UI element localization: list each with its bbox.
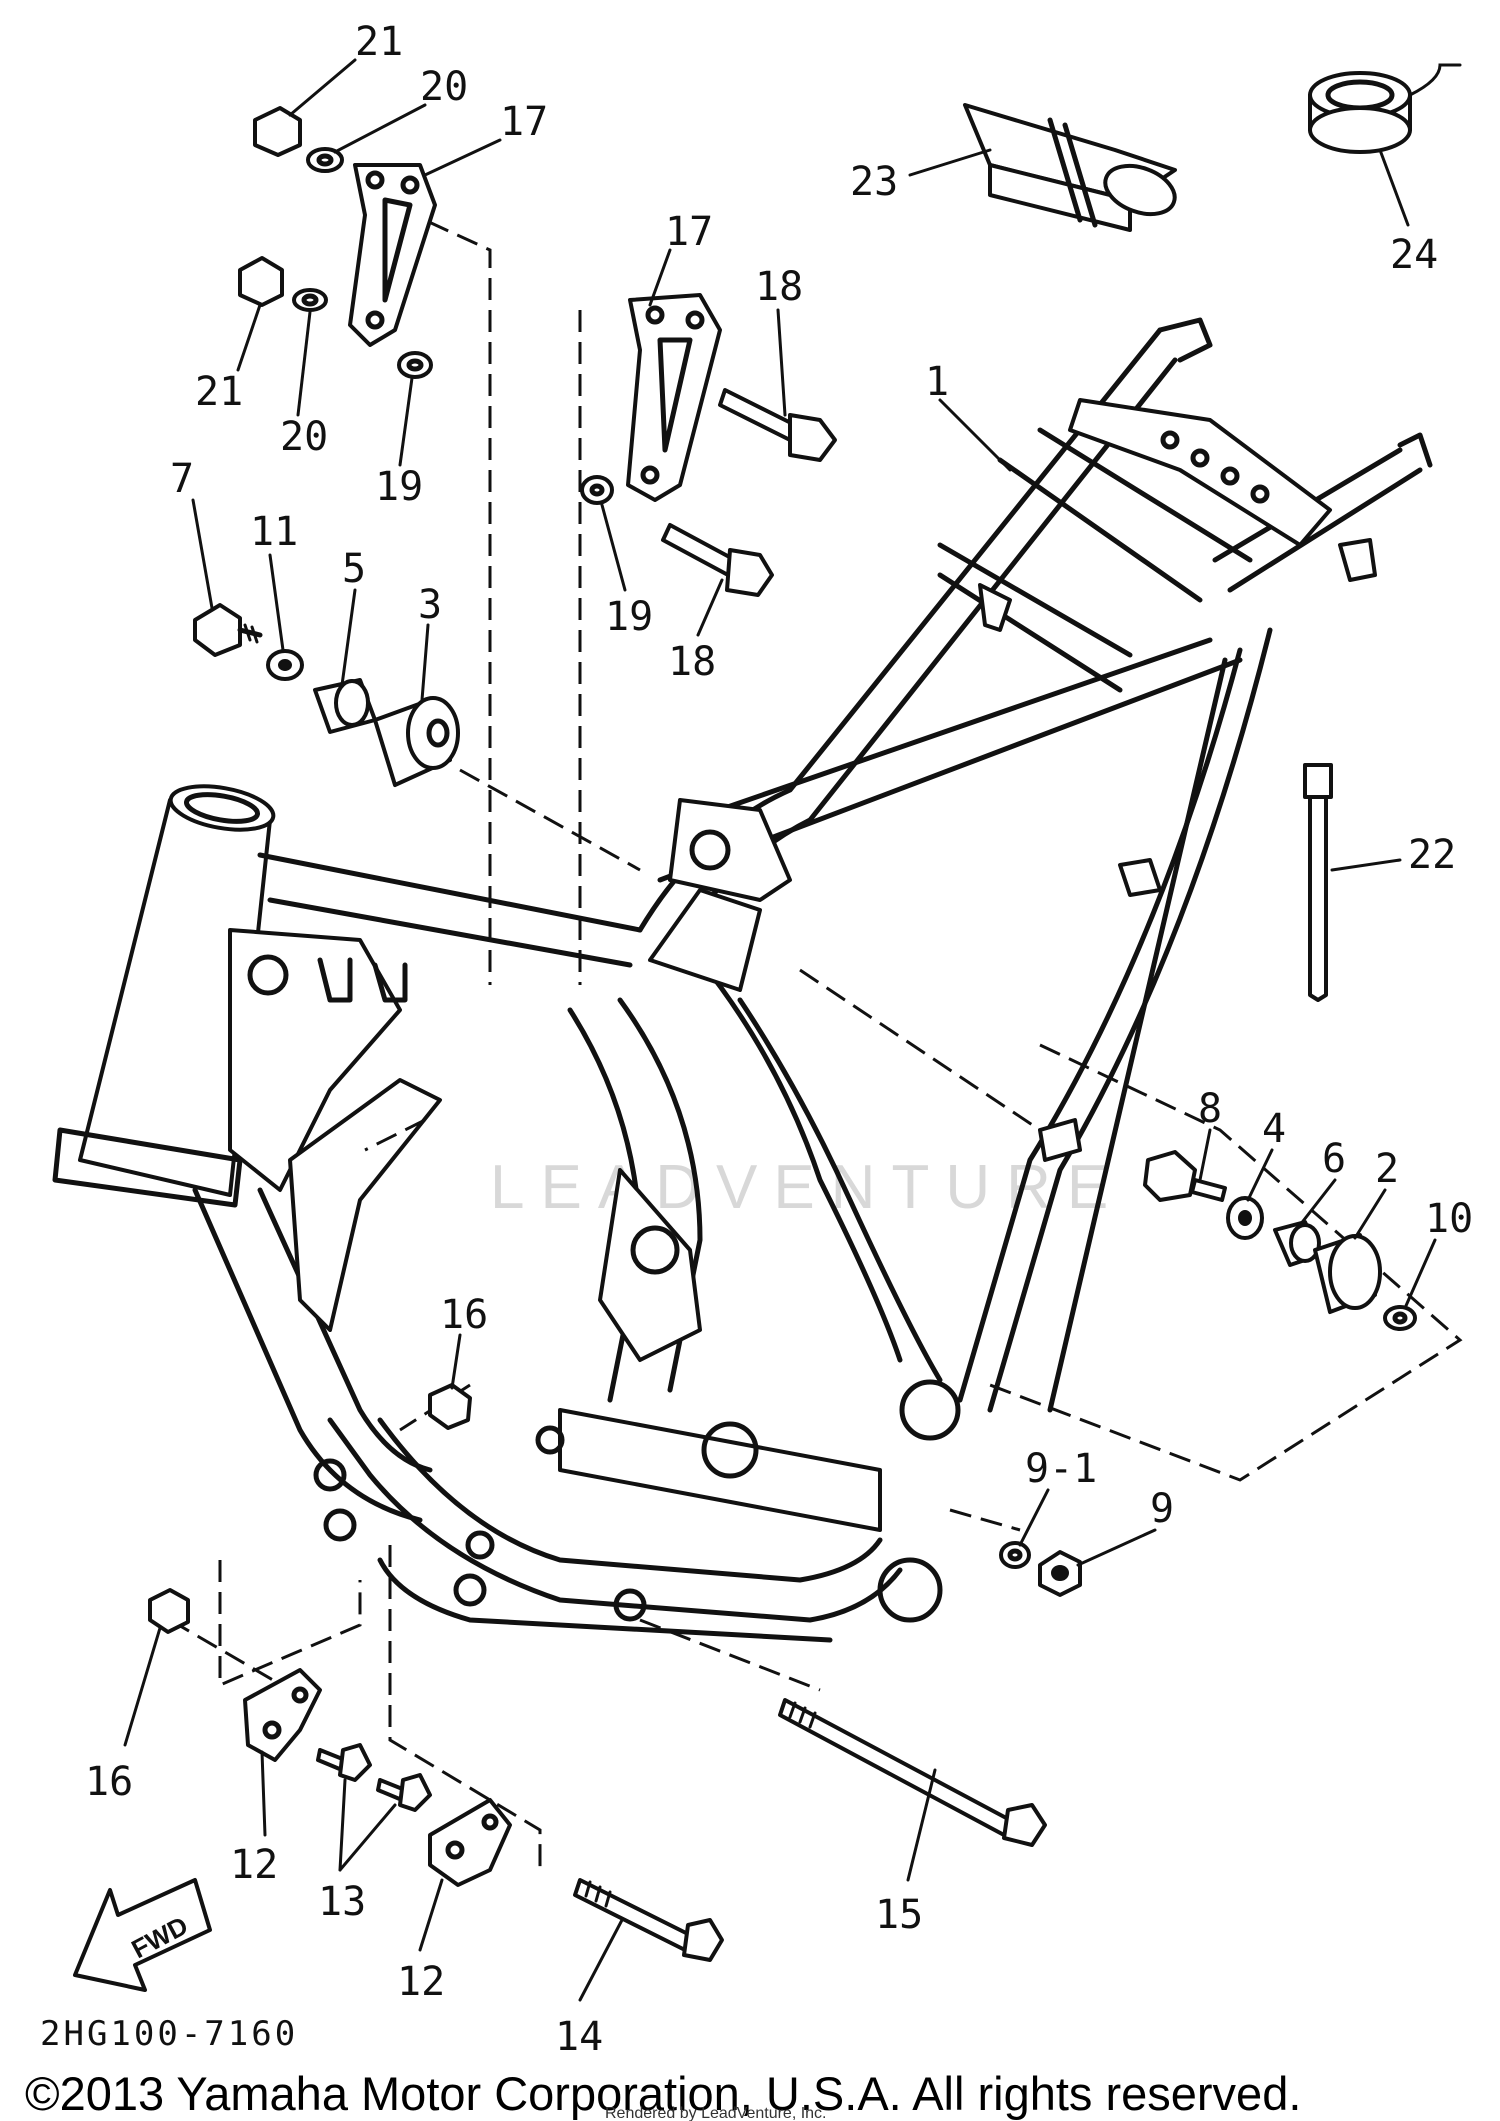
callout-12: 12: [230, 1842, 278, 1888]
callout-7: 7: [170, 456, 194, 502]
callout-14: 14: [555, 2014, 603, 2060]
callout-16: 16: [440, 1292, 488, 1338]
forward-direction-arrow: FWD: [73, 1878, 212, 1992]
bracket-12-right[interactable]: [428, 1798, 512, 1887]
callout-3: 3: [418, 582, 442, 628]
bolt-7[interactable]: [193, 603, 263, 657]
cable-tie-22[interactable]: [1303, 763, 1333, 1002]
callout-11: 11: [250, 509, 298, 555]
main-frame[interactable]: [52, 317, 1433, 1643]
tool-bag-23[interactable]: [963, 103, 1181, 232]
callout-10: 10: [1425, 1196, 1473, 1242]
callout-24: 24: [1390, 232, 1438, 278]
callout-21: 21: [355, 19, 403, 65]
callout-9-1: 9-1: [1025, 1446, 1097, 1492]
callout-5: 5: [342, 546, 366, 592]
washer-4[interactable]: [1226, 1196, 1264, 1240]
callout-9: 9: [1150, 1486, 1174, 1532]
bracket-17-left[interactable]: [348, 163, 437, 347]
watermark: LEADVENTURE: [490, 1153, 1124, 1222]
callout-13: 13: [318, 1879, 366, 1925]
washer-19-center[interactable]: [580, 475, 614, 505]
nut-21-lower[interactable]: [238, 256, 284, 307]
bolt-18-upper[interactable]: [718, 388, 837, 462]
callout-18: 18: [668, 639, 716, 685]
washer-19-left[interactable]: [397, 351, 433, 379]
bracket-12-left[interactable]: [243, 1668, 322, 1762]
callout-19: 19: [375, 464, 423, 510]
callout-6: 6: [1322, 1136, 1346, 1182]
nut-16-lower[interactable]: [148, 1588, 190, 1634]
callout-2: 2: [1375, 1146, 1399, 1192]
steering-head: [52, 784, 276, 1208]
damper-2[interactable]: [1313, 1233, 1382, 1314]
nut-21-upper[interactable]: [253, 106, 302, 157]
damper-3[interactable]: [373, 696, 460, 787]
washer-10[interactable]: [1383, 1305, 1417, 1331]
callout-15: 15: [875, 1892, 923, 1938]
callout-12: 12: [397, 1959, 445, 2005]
callout-17: 17: [500, 99, 548, 145]
leader-lines: [123, 58, 1437, 2002]
callout-19: 19: [605, 594, 653, 640]
callout-20: 20: [420, 64, 468, 110]
callout-18: 18: [755, 264, 803, 310]
bolt-8[interactable]: [1143, 1150, 1227, 1202]
washer-11[interactable]: [266, 649, 304, 681]
bolt-14[interactable]: [573, 1878, 724, 1962]
callout-20: 20: [280, 414, 328, 460]
bracket-17-center[interactable]: [626, 293, 722, 502]
callout-labels: 21 20 17 21 20 19 23 24 17 18 1 19 18 7 …: [85, 19, 1473, 2060]
bolt-15[interactable]: [778, 1698, 1047, 1847]
bolt-13-b[interactable]: [376, 1773, 432, 1812]
nut-9[interactable]: [1038, 1550, 1082, 1597]
diagram-code: 2HG100-7160: [40, 2014, 298, 2054]
callout-8: 8: [1198, 1086, 1222, 1132]
nut-16-upper[interactable]: [428, 1383, 472, 1430]
callout-17: 17: [665, 209, 713, 255]
copyright-notice: ©2013 Yamaha Motor Corporation, U.S.A. A…: [25, 2067, 1301, 2120]
callout-23: 23: [850, 159, 898, 205]
render-credit: Rendered by LeadVenture, Inc.: [605, 2105, 827, 2121]
washer-20-upper[interactable]: [306, 147, 344, 173]
bolt-13-a[interactable]: [316, 1743, 372, 1782]
callout-22: 22: [1408, 832, 1456, 878]
collar-6[interactable]: [1273, 1220, 1322, 1267]
washer-9-1[interactable]: [999, 1541, 1031, 1569]
callout-21: 21: [195, 369, 243, 415]
callout-4: 4: [1262, 1106, 1286, 1152]
bolt-18-lower[interactable]: [661, 523, 774, 597]
hour-meter-24[interactable]: [1308, 63, 1462, 154]
callout-1: 1: [925, 359, 949, 405]
collar-5[interactable]: [313, 678, 377, 734]
washer-20-lower[interactable]: [292, 288, 328, 312]
callout-16: 16: [85, 1759, 133, 1805]
